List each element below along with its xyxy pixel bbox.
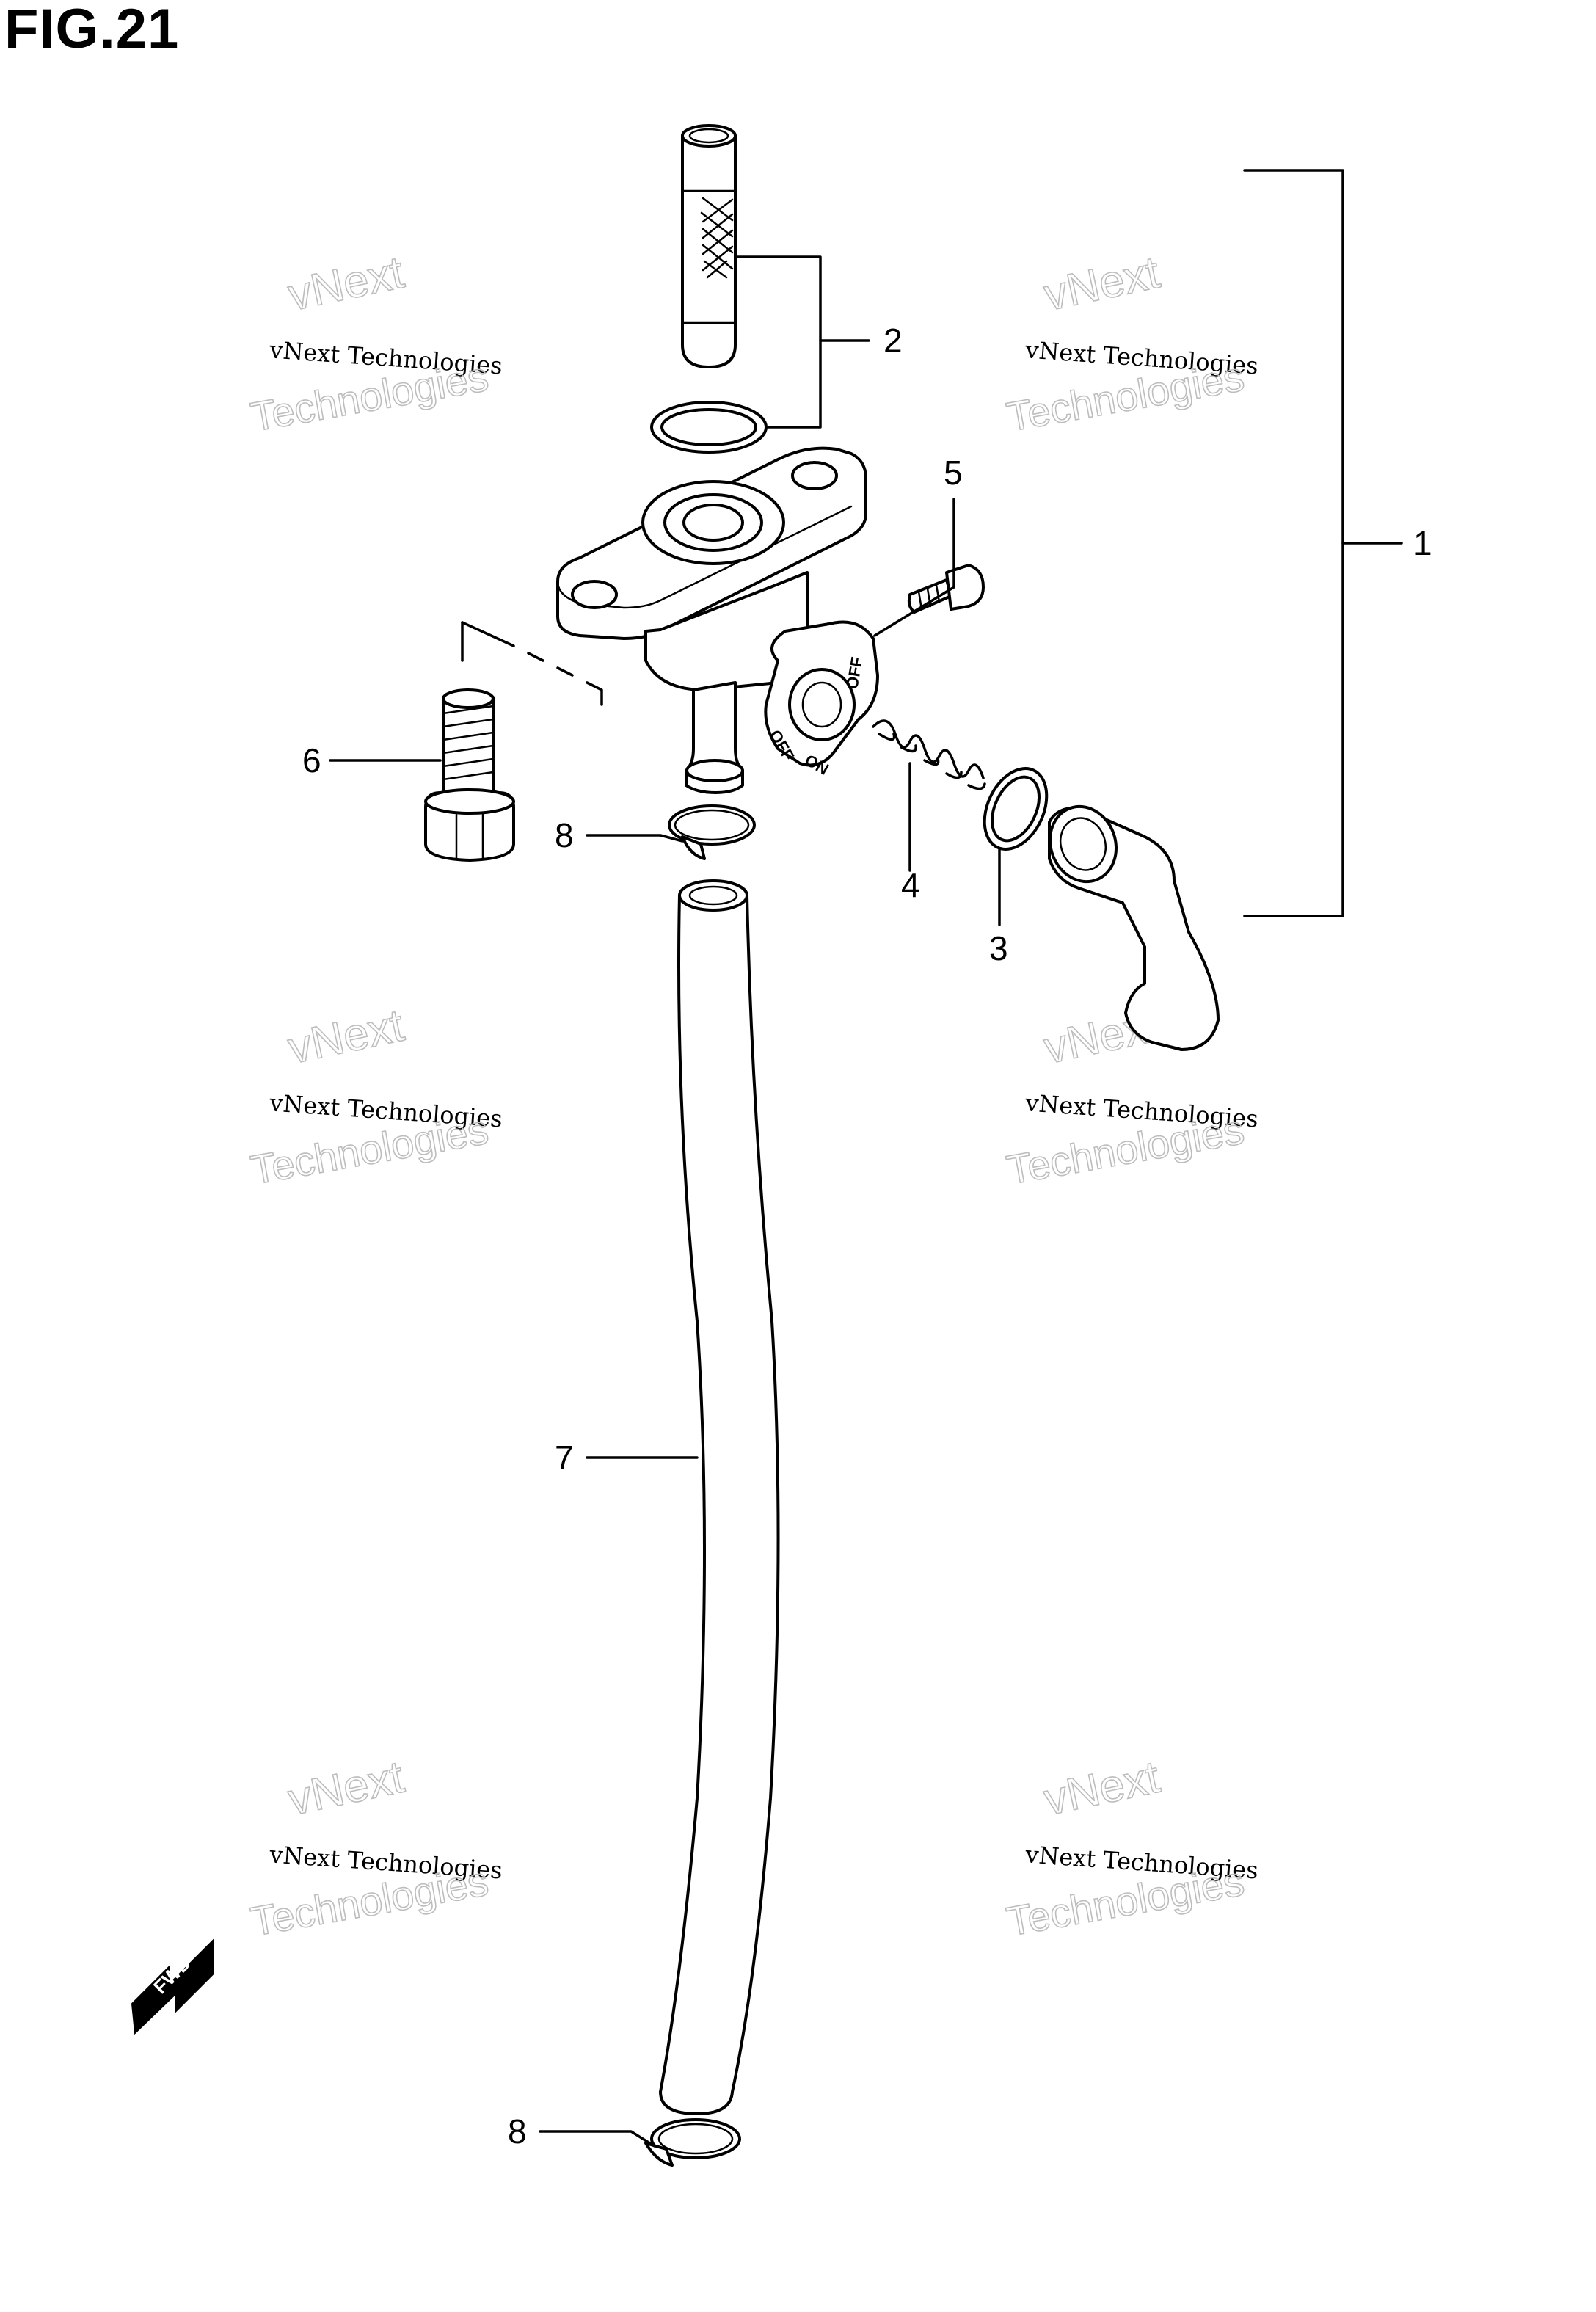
callout-5: 5 bbox=[944, 454, 963, 492]
callout-2: 2 bbox=[883, 321, 903, 360]
fuel-strainer-pipe bbox=[681, 124, 737, 368]
figure-title: FIG.21 bbox=[4, 0, 180, 60]
valve-o-ring bbox=[983, 767, 1049, 851]
hose-clamp-upper bbox=[668, 804, 756, 860]
callout-1: 1 bbox=[1413, 524, 1432, 562]
screw bbox=[907, 564, 985, 614]
leader-8-lower bbox=[539, 2130, 656, 2148]
watermark-mid-left: vNext vNext Technologies Technologies bbox=[247, 1000, 503, 1194]
leader-2 bbox=[734, 255, 822, 429]
assembly-bracket bbox=[1243, 169, 1403, 917]
callout-3: 3 bbox=[989, 929, 1008, 967]
hose-clamp-lower bbox=[644, 2118, 741, 2167]
strainer-o-ring bbox=[650, 401, 768, 454]
watermark-top-right: vNext vNext Technologies Technologies bbox=[1002, 247, 1259, 441]
leader-5 bbox=[873, 498, 955, 637]
mounting-bolt bbox=[424, 688, 515, 862]
leader-lines bbox=[329, 255, 1001, 2148]
fwd-direction-arrow: FWD bbox=[131, 1938, 214, 2035]
watermark-brand: vNext bbox=[284, 247, 408, 321]
fuel-hose bbox=[659, 879, 780, 2115]
callout-6: 6 bbox=[302, 741, 321, 779]
fuel-valve-body: OFF OFF ON bbox=[556, 446, 879, 794]
watermark-bottom-right: vNext vNext Technologies Technologies bbox=[1002, 1751, 1259, 1946]
callout-numbers: 1 2 3 4 5 6 7 8 8 bbox=[302, 321, 1432, 2151]
leader-8-upper bbox=[586, 834, 684, 843]
callout-8-lower: 8 bbox=[508, 2112, 527, 2151]
watermark-brand: vNext bbox=[1040, 1752, 1164, 1825]
callout-7: 7 bbox=[555, 1439, 574, 1477]
valve-lever bbox=[1048, 804, 1220, 1051]
install-path-line bbox=[461, 621, 603, 706]
watermark-bottom-left: vNext vNext Technologies Technologies bbox=[247, 1751, 503, 1946]
callout-4: 4 bbox=[901, 866, 920, 904]
watermark-brand: vNext bbox=[1040, 247, 1164, 321]
callout-8-upper: 8 bbox=[555, 816, 574, 854]
valve-spring bbox=[872, 719, 986, 790]
watermark-top-left: vNext vNext Technologies Technologies bbox=[247, 247, 503, 441]
watermark-brand: vNext bbox=[284, 1752, 408, 1825]
watermark-brand: vNext bbox=[284, 1000, 408, 1074]
strainer-mesh bbox=[700, 197, 734, 279]
